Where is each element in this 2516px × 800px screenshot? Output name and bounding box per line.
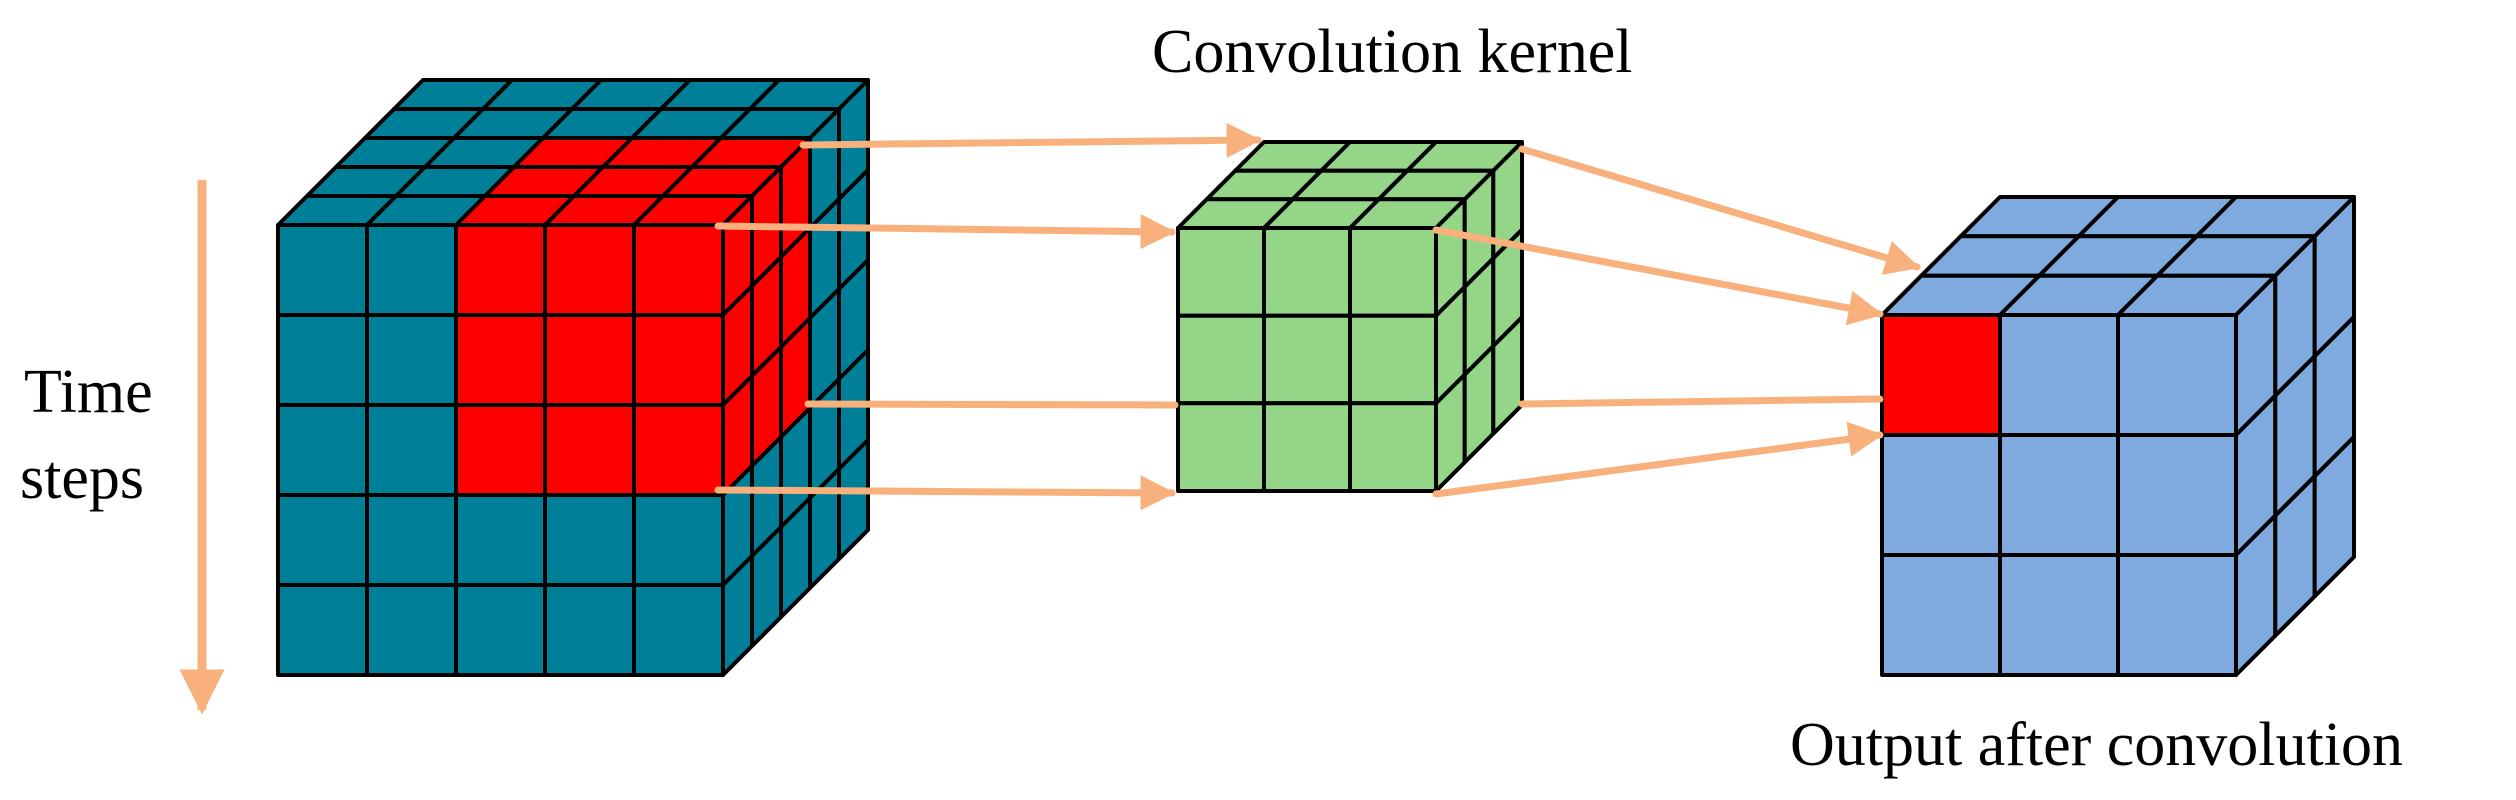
cube-front-cell — [632, 403, 725, 497]
cube-front-cell — [1262, 313, 1352, 406]
cube-front-cell — [543, 493, 636, 587]
cube-front-cell — [543, 223, 636, 317]
cube-front-cell — [2116, 553, 2238, 677]
cube-front-cell — [365, 313, 458, 407]
connector-arrows — [714, 122, 1921, 511]
cube-front-cell — [454, 493, 547, 587]
cube-side-cell — [837, 438, 870, 561]
cube-front-cell — [365, 583, 458, 677]
time-label-line2: steps — [20, 444, 144, 512]
cube-front-cell — [1880, 313, 2002, 437]
cube-front-cell — [1348, 401, 1438, 493]
cube-front-cell — [1176, 401, 1266, 493]
cube-front-cell — [2116, 433, 2238, 557]
cube-front-cell — [632, 223, 725, 317]
cube-front-cell — [543, 403, 636, 497]
cube-front-cell — [454, 223, 547, 317]
cube-front-cell — [1880, 553, 2002, 677]
cube-side-cell — [2312, 435, 2356, 599]
cube-front-cell — [1880, 433, 2002, 557]
cube-front-cell — [365, 403, 458, 497]
cube-front-cell — [543, 313, 636, 407]
cube-front-cell — [276, 313, 369, 407]
cube-front-cell — [365, 493, 458, 587]
connector-arrow — [714, 475, 1176, 511]
connector-arrow — [1518, 395, 1884, 408]
cube-front-cell — [276, 583, 369, 677]
cube-front-cell — [1176, 226, 1266, 318]
cube-front-cell — [632, 493, 725, 587]
kernel-cube — [1176, 140, 1524, 493]
cube-front-cell — [1262, 226, 1352, 318]
cube-front-cell — [1998, 553, 2120, 677]
cube-front-cell — [1348, 226, 1438, 318]
cube-front-cell — [1176, 313, 1266, 406]
time-label-line1: Time — [24, 358, 153, 426]
cube-front-cell — [632, 583, 725, 677]
connector-arrow — [804, 400, 1179, 409]
connector-arrow — [1518, 145, 1921, 275]
cube-front-cell — [1998, 313, 2120, 437]
cube-front-cell — [454, 313, 547, 407]
cube-front-cell — [1262, 401, 1352, 493]
kernel-label: Convolution kernel — [1152, 18, 1632, 86]
cube-front-cell — [632, 313, 725, 407]
cube-front-cell — [454, 583, 547, 677]
cube-front-cell — [543, 583, 636, 677]
output-label: Output after convolution — [1790, 711, 2403, 779]
cube-front-cell — [2116, 313, 2238, 437]
input-cube — [276, 78, 870, 677]
output-cube — [1880, 195, 2356, 677]
connector-arrow — [1432, 421, 1884, 498]
cube-front-cell — [276, 493, 369, 587]
cube-front-cell — [365, 223, 458, 317]
connector-arrow — [799, 122, 1262, 158]
connector-arrow — [1432, 226, 1884, 326]
cube-front-cell — [276, 403, 369, 497]
cube-front-cell — [454, 403, 547, 497]
cube-front-cell — [1998, 433, 2120, 557]
connector-arrow — [714, 214, 1176, 250]
cube-front-cell — [276, 223, 369, 317]
cube-front-cell — [1348, 313, 1438, 406]
